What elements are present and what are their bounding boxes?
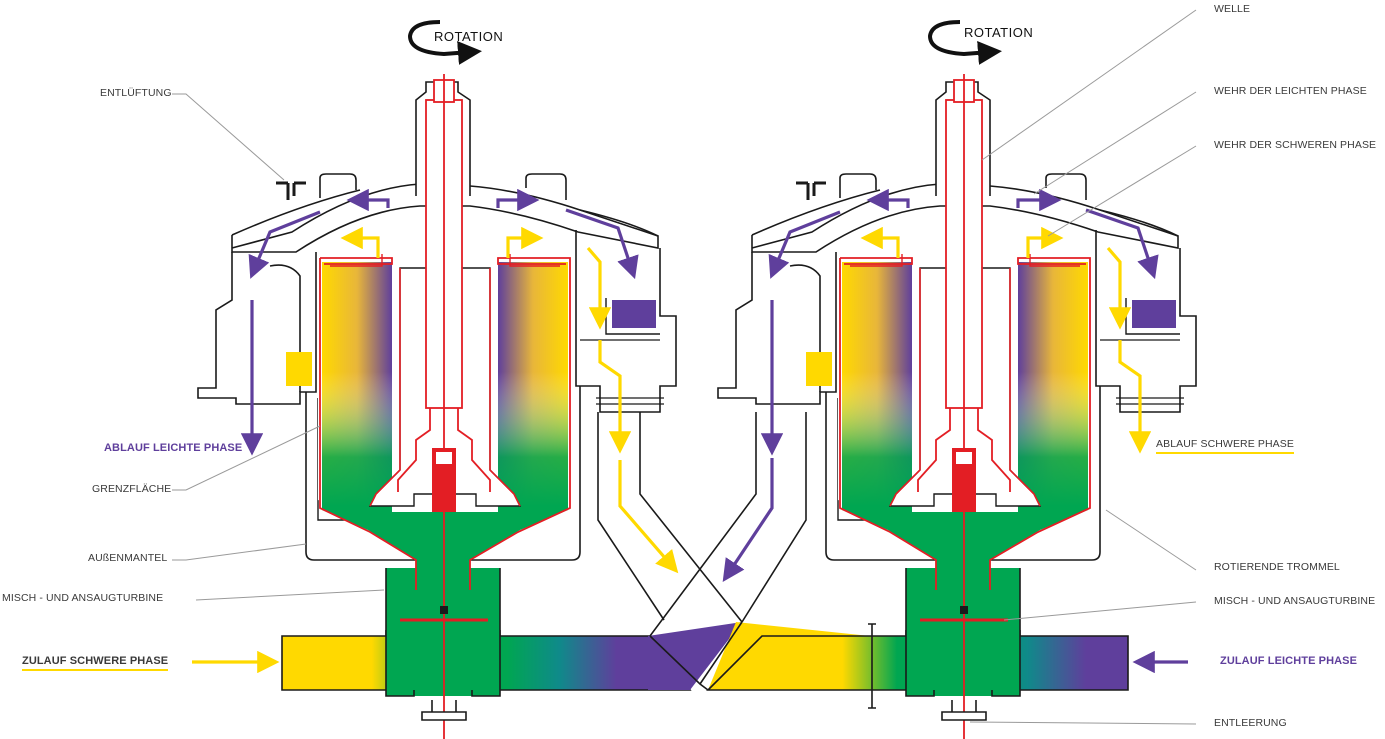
leader-grenzflaeche bbox=[172, 425, 321, 491]
leader-entleerung bbox=[969, 721, 1197, 725]
leader-wehr-leichte bbox=[1033, 91, 1197, 195]
leader-trommel bbox=[1105, 509, 1197, 571]
rotation-label-right: ROTATION bbox=[964, 25, 1034, 40]
leader-aussenmantel bbox=[172, 543, 307, 561]
wehr-leichte-phase-label: WEHR DER LEICHTEN PHASE bbox=[1214, 85, 1367, 97]
ablauf-leichte-phase-label: ABLAUF LEICHTE PHASE bbox=[104, 442, 243, 454]
leader-misch-left bbox=[195, 589, 385, 601]
ablauf-schwere-phase-label: ABLAUF SCHWERE PHASE bbox=[1156, 438, 1294, 454]
entleerung-label: ENTLEERUNG bbox=[1214, 717, 1287, 729]
zulauf-schwere-phase-label: ZULAUF SCHWERE PHASE bbox=[22, 655, 169, 671]
leader-wehr-schwere bbox=[1047, 145, 1197, 237]
wehr-schwere-phase-label: WEHR DER SCHWEREN PHASE bbox=[1214, 139, 1377, 151]
grenzflaeche-label: GRENZFLÄCHE bbox=[92, 483, 172, 495]
welle-label: WELLE bbox=[1214, 3, 1251, 15]
left-centrifuge-unit bbox=[198, 22, 676, 739]
leader-welle bbox=[981, 9, 1197, 161]
leader-misch-right bbox=[1003, 601, 1197, 621]
rotation-label-left: ROTATION bbox=[434, 29, 504, 44]
misch-ansaugturbine-label-left: MISCH - UND ANSAUGTURBINE bbox=[2, 592, 164, 604]
zulauf-leichte-phase-label: ZULAUF LEICHTE PHASE bbox=[1220, 655, 1358, 667]
leader-entlueftung bbox=[172, 93, 285, 181]
misch-ansaugturbine-label-right: MISCH - UND ANSAUGTURBINE bbox=[1214, 595, 1376, 607]
rotierende-trommel-label: ROTIERENDE TROMMEL bbox=[1214, 561, 1340, 573]
aussenmantel-label: AUßENMANTEL bbox=[88, 552, 168, 564]
entlueftung-label: ENTLÜFTUNG bbox=[100, 87, 172, 99]
